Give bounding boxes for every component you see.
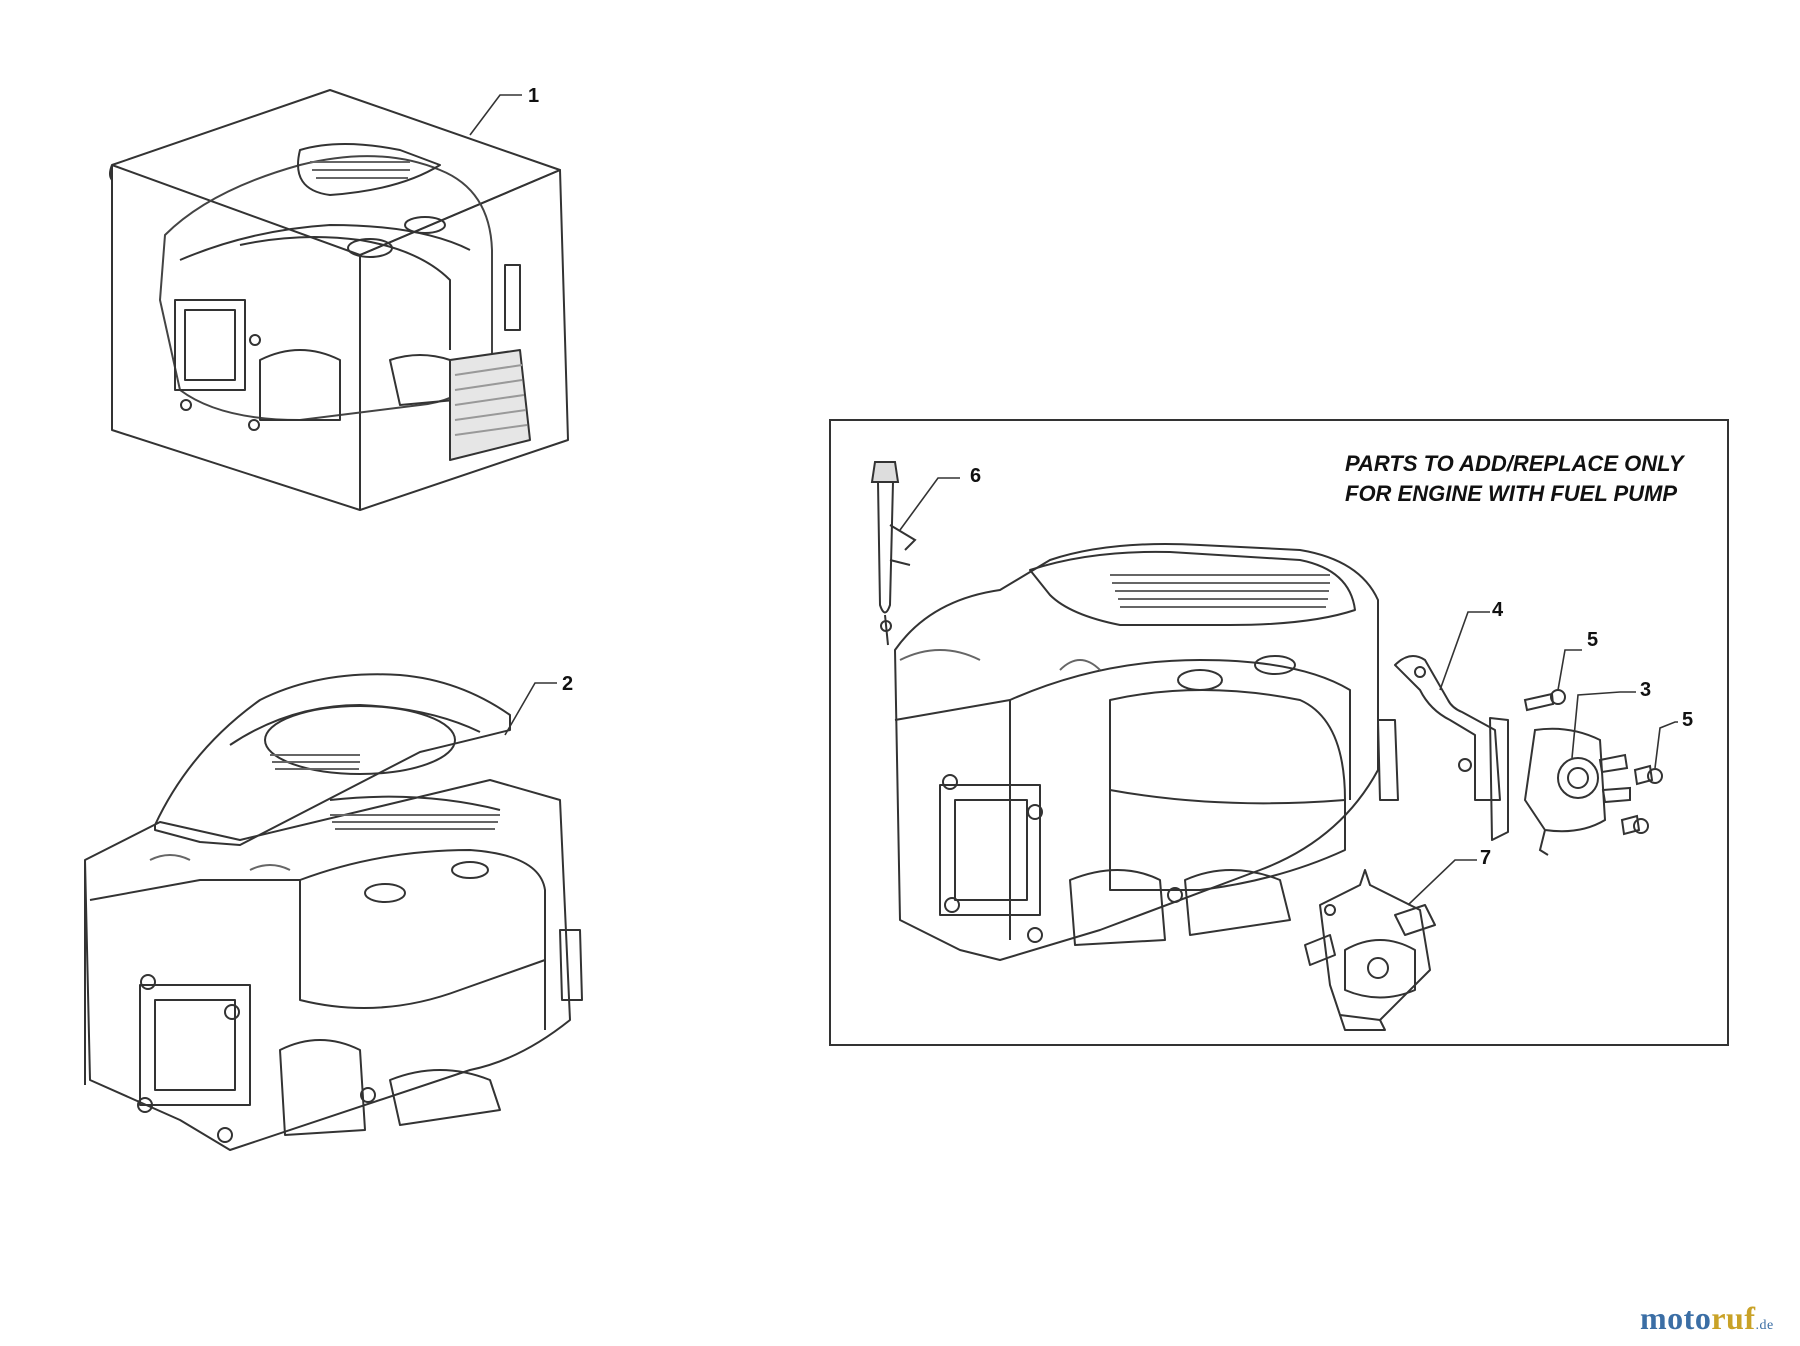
fuel-pump-note: PARTS TO ADD/REPLACE ONLY FOR ENGINE WIT… bbox=[1345, 449, 1725, 509]
leader-5a bbox=[1557, 649, 1582, 691]
callout-2: 2 bbox=[562, 673, 573, 695]
callout-5a: 5 bbox=[1587, 629, 1598, 651]
note-line-1: PARTS TO ADD/REPLACE ONLY bbox=[1345, 451, 1684, 476]
leader-1 bbox=[469, 94, 522, 136]
leader-3 bbox=[1571, 691, 1636, 759]
watermark-logo: motoruf.de bbox=[1640, 1300, 1774, 1337]
leader-5b bbox=[1654, 721, 1678, 769]
leader-2 bbox=[504, 682, 557, 736]
inset-engine bbox=[894, 543, 1399, 961]
callout-5b: 5 bbox=[1682, 709, 1693, 731]
screws-item-5 bbox=[1523, 689, 1663, 836]
leader-4 bbox=[1439, 611, 1490, 691]
callout-7: 7 bbox=[1480, 847, 1491, 869]
leader-lines bbox=[469, 94, 1678, 906]
callout-6: 6 bbox=[970, 465, 981, 487]
leader-7 bbox=[1407, 859, 1477, 906]
engine-box-item-1 bbox=[109, 89, 569, 511]
callout-4: 4 bbox=[1492, 599, 1504, 621]
note-line-2: FOR ENGINE WITH FUEL PUMP bbox=[1345, 481, 1678, 506]
watermark-part3: .de bbox=[1755, 1318, 1774, 1333]
carburetor-item-7 bbox=[1304, 869, 1436, 1031]
fuel-pump-item-3 bbox=[1523, 727, 1631, 856]
dipstick-item-6 bbox=[870, 461, 917, 646]
engine-shroud-item-2 bbox=[84, 673, 583, 1151]
leader-6 bbox=[899, 477, 960, 531]
callout-1: 1 bbox=[528, 85, 539, 107]
watermark-part1: moto bbox=[1640, 1300, 1712, 1336]
watermark-part2: ruf bbox=[1711, 1300, 1756, 1336]
fuel-pump-inset-frame bbox=[829, 419, 1729, 1046]
callout-3: 3 bbox=[1640, 679, 1651, 701]
bracket-item-4 bbox=[1394, 655, 1509, 841]
